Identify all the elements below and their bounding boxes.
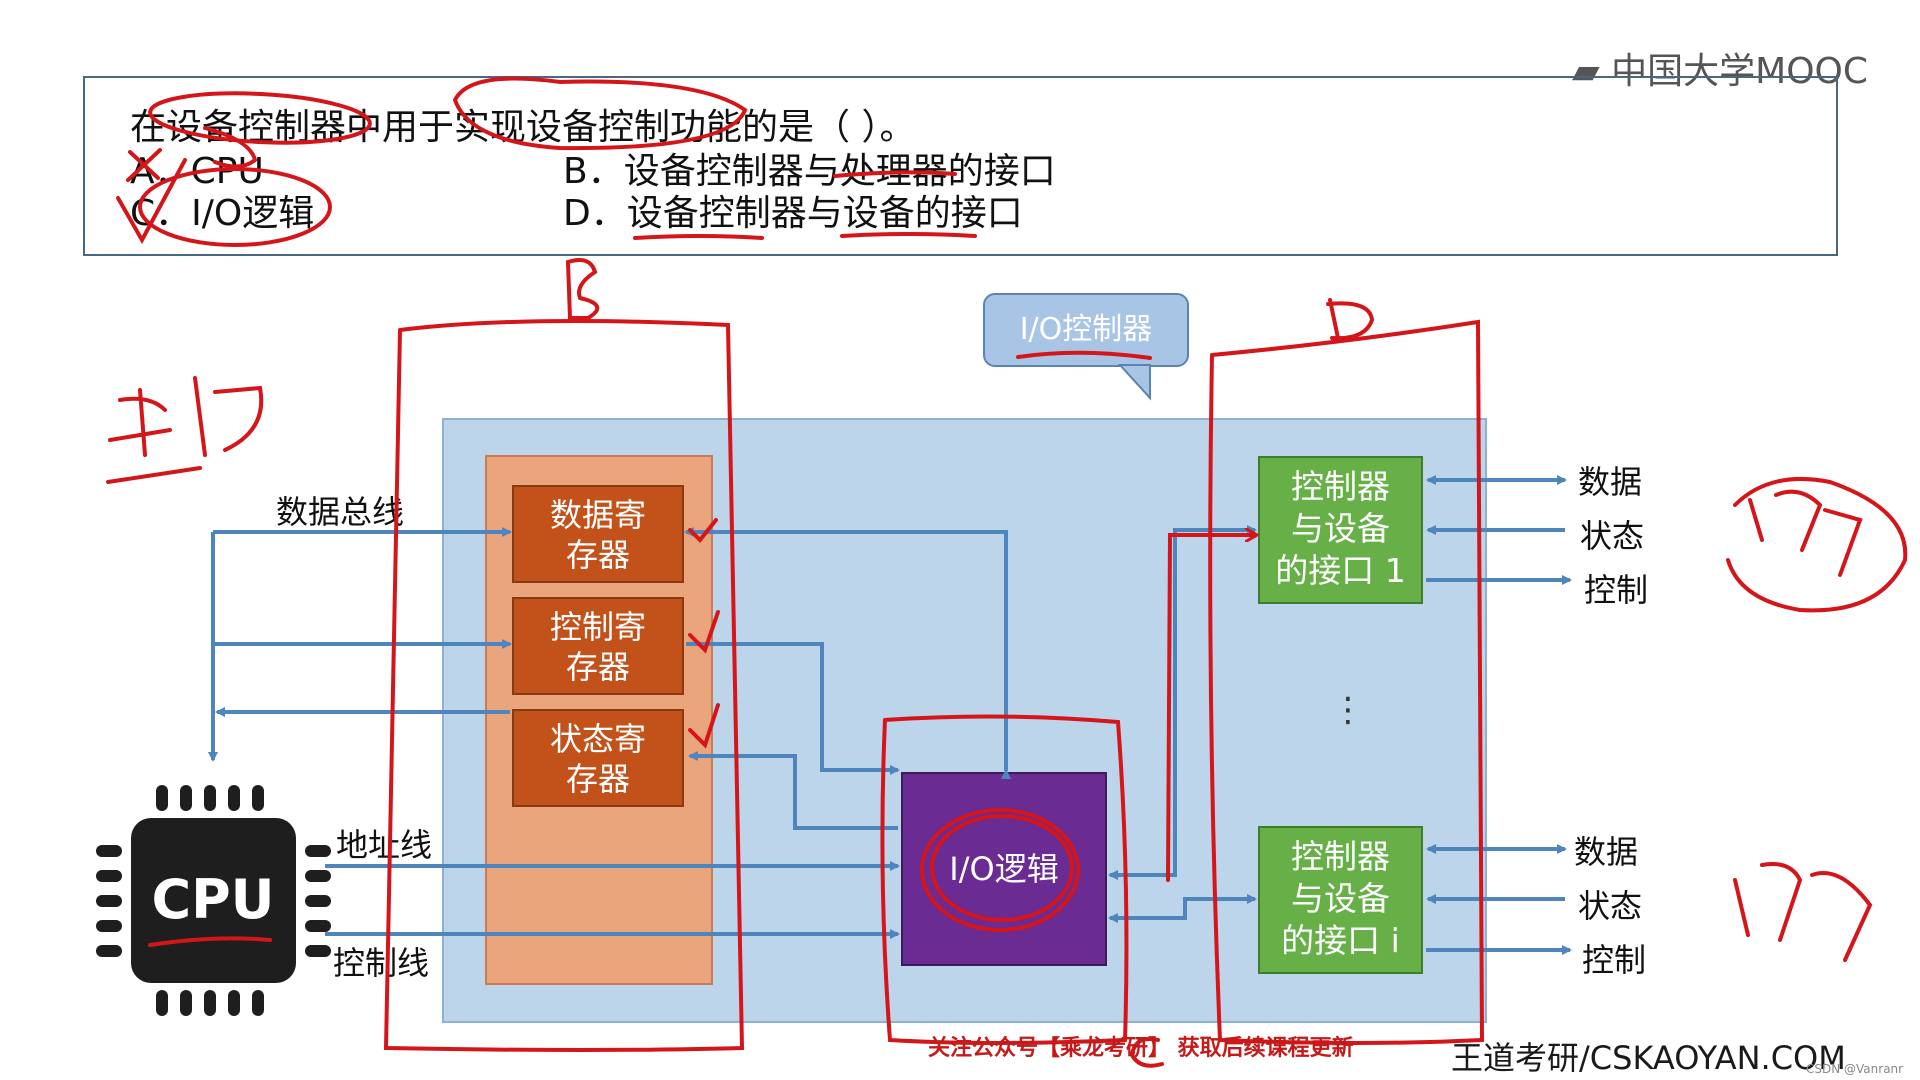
circle-io-logic xyxy=(920,808,1080,932)
address-line-label: 地址线 xyxy=(336,826,433,864)
status-register: 状态寄存器 xyxy=(512,709,684,807)
question-box xyxy=(83,76,1838,256)
mooc-logo: ▰ 中国大学MOOC xyxy=(1572,42,1868,94)
underline-d xyxy=(633,232,977,240)
underline-callout xyxy=(1016,350,1152,360)
circle-option-c xyxy=(138,167,332,247)
register-panel: 数据寄存器 控制寄存器 状态寄存器 xyxy=(485,455,713,985)
option-b: B．设备控制器与处理器的接口 xyxy=(563,151,1056,192)
control-register: 控制寄存器 xyxy=(512,597,684,695)
bracket-b xyxy=(383,319,745,1052)
footer-site: 王道考研/CSKAOYAN.COM xyxy=(1451,1039,1846,1077)
underline-cpu xyxy=(148,936,272,947)
circle-control-function xyxy=(453,76,748,151)
label-c xyxy=(1129,1037,1164,1068)
label-b xyxy=(565,258,600,320)
signal-data-1: 数据 xyxy=(1578,463,1643,501)
footer-promo: 关注公众号【乘龙考研】 获取后续课程更新 xyxy=(928,1036,1354,1061)
signal-data-i: 数据 xyxy=(1574,833,1639,871)
signal-control-i: 控制 xyxy=(1582,941,1647,979)
cpu-chip-icon: CPU xyxy=(96,785,331,1016)
io-controller-callout: I/O控制器 xyxy=(983,293,1189,367)
label-d xyxy=(1326,298,1375,341)
circle-device-1 xyxy=(1726,476,1908,613)
data-bus-label: 数据总线 xyxy=(276,493,405,531)
check-data-register xyxy=(688,518,718,543)
bracket-c xyxy=(880,714,1129,1045)
signal-status-i: 状态 xyxy=(1578,887,1643,925)
check-status-register xyxy=(688,703,720,749)
bus-arrows xyxy=(208,475,1572,955)
label-device-i xyxy=(1733,862,1873,962)
bracket-d xyxy=(1208,319,1485,1045)
mooc-logo-text: 中国大学MOOC xyxy=(1611,51,1869,92)
device-interface-1: 控制器与设备的接口 1 xyxy=(1258,456,1423,604)
arrow-annotation xyxy=(1166,535,1255,882)
device-interface-i: 控制器与设备的接口 i xyxy=(1258,826,1423,974)
circle-device-controller xyxy=(148,91,372,145)
check-control-register xyxy=(688,610,720,654)
footer-credit: CSDN @Vanranr xyxy=(1806,1062,1904,1076)
circle-io-logic-inner xyxy=(930,814,1074,922)
handwritten-annotations xyxy=(106,76,1908,1068)
option-d: D．设备控制器与设备的接口 xyxy=(563,193,1023,234)
mooc-logo-icon: ▰ xyxy=(1572,51,1600,92)
label-device-1 xyxy=(1748,489,1863,577)
ellipsis: ⋮ xyxy=(1331,690,1365,730)
control-line-label: 控制线 xyxy=(333,944,430,982)
label-host xyxy=(106,376,264,484)
signal-status-1: 状态 xyxy=(1580,517,1645,555)
squiggle-a xyxy=(203,126,258,169)
cross-mark xyxy=(126,148,162,182)
signal-control-1: 控制 xyxy=(1584,571,1649,609)
callout-tail xyxy=(1117,364,1151,401)
option-c: C．I/O逻辑 xyxy=(130,193,315,234)
cpu-label: CPU xyxy=(151,868,274,931)
check-mark xyxy=(116,158,187,245)
data-register: 数据寄存器 xyxy=(512,485,684,583)
underline-b xyxy=(833,170,957,178)
